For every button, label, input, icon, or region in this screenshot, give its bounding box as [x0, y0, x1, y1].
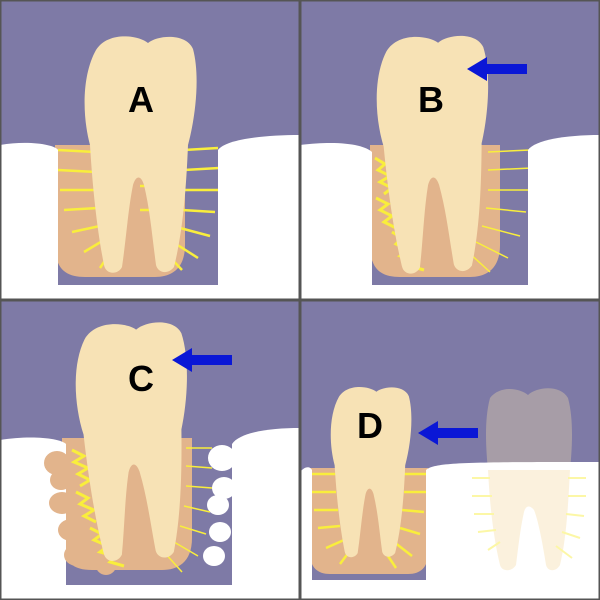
gum: [372, 285, 528, 300]
panel-label-a: A: [128, 79, 154, 120]
panel-a: A: [0, 0, 300, 300]
gum: [232, 428, 300, 600]
periodontal-ligament-stretched: [163, 447, 213, 573]
gum: [0, 142, 58, 300]
gum: [0, 437, 66, 600]
gum: [426, 462, 600, 600]
gum: [218, 135, 300, 300]
panel-label-c: C: [128, 358, 154, 399]
osteoclast-cells: [44, 451, 117, 575]
osteoblast-cells: [203, 445, 236, 566]
gum: [300, 467, 312, 600]
panel-d: D: [300, 300, 600, 600]
gum: [62, 585, 232, 600]
gum: [312, 580, 426, 600]
panel-label-d: D: [357, 405, 383, 446]
panel-label-b: B: [418, 79, 444, 120]
ghost-tooth-root: [472, 470, 586, 571]
gum: [528, 135, 600, 300]
panel-b: B: [300, 0, 600, 300]
panel-c: C: [0, 300, 300, 600]
periodontal-ligament: [312, 472, 426, 569]
gum: [58, 285, 218, 300]
gum: [300, 142, 372, 300]
ghost-tooth: [486, 388, 572, 470]
